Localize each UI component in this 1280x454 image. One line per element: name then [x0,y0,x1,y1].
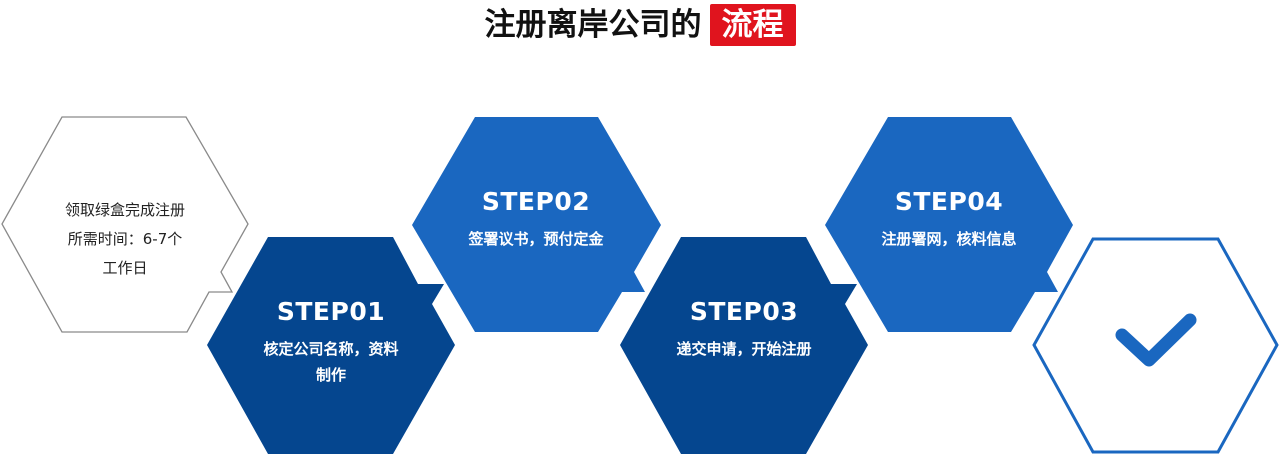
title-highlight: 流程 [709,4,796,46]
step-desc: 注册署网，核料信息 [881,230,1017,248]
step-label: STEP02 [481,187,591,216]
step04-content: STEP04 注册署网，核料信息 [849,187,1049,252]
step-label: STEP03 [689,297,799,326]
intro-line-2: 所需时间：6-7个 [67,230,183,248]
title-main: 注册离岸公司的 [484,7,702,43]
step-label: STEP01 [276,297,386,326]
intro-line-3: 工作日 [102,259,148,277]
step01-hexagon [207,237,455,454]
intro-text: 领取绿盒完成注册 所需时间：6-7个 工作日 [40,196,210,283]
intro-hexagon [1,116,249,333]
page-title: 注册离岸公司的流程 [0,2,1280,48]
step-desc: 签署议书，预付定金 [468,230,604,248]
check-icon [1115,313,1197,367]
step02-hexagon [412,117,661,332]
step01-content: STEP01 核定公司名称，资料 制作 [231,297,431,388]
step04-hexagon [825,117,1073,332]
step-desc: 核定公司名称，资料 [263,340,399,358]
step03-hexagon [620,237,868,454]
step02-content: STEP02 签署议书，预付定金 [436,187,636,252]
step-desc: 递交申请，开始注册 [676,340,812,358]
step-label: STEP04 [894,187,1004,216]
intro-line-1: 领取绿盒完成注册 [64,201,185,219]
step-desc-2: 制作 [315,366,346,384]
step03-content: STEP03 递交申请，开始注册 [644,297,844,362]
